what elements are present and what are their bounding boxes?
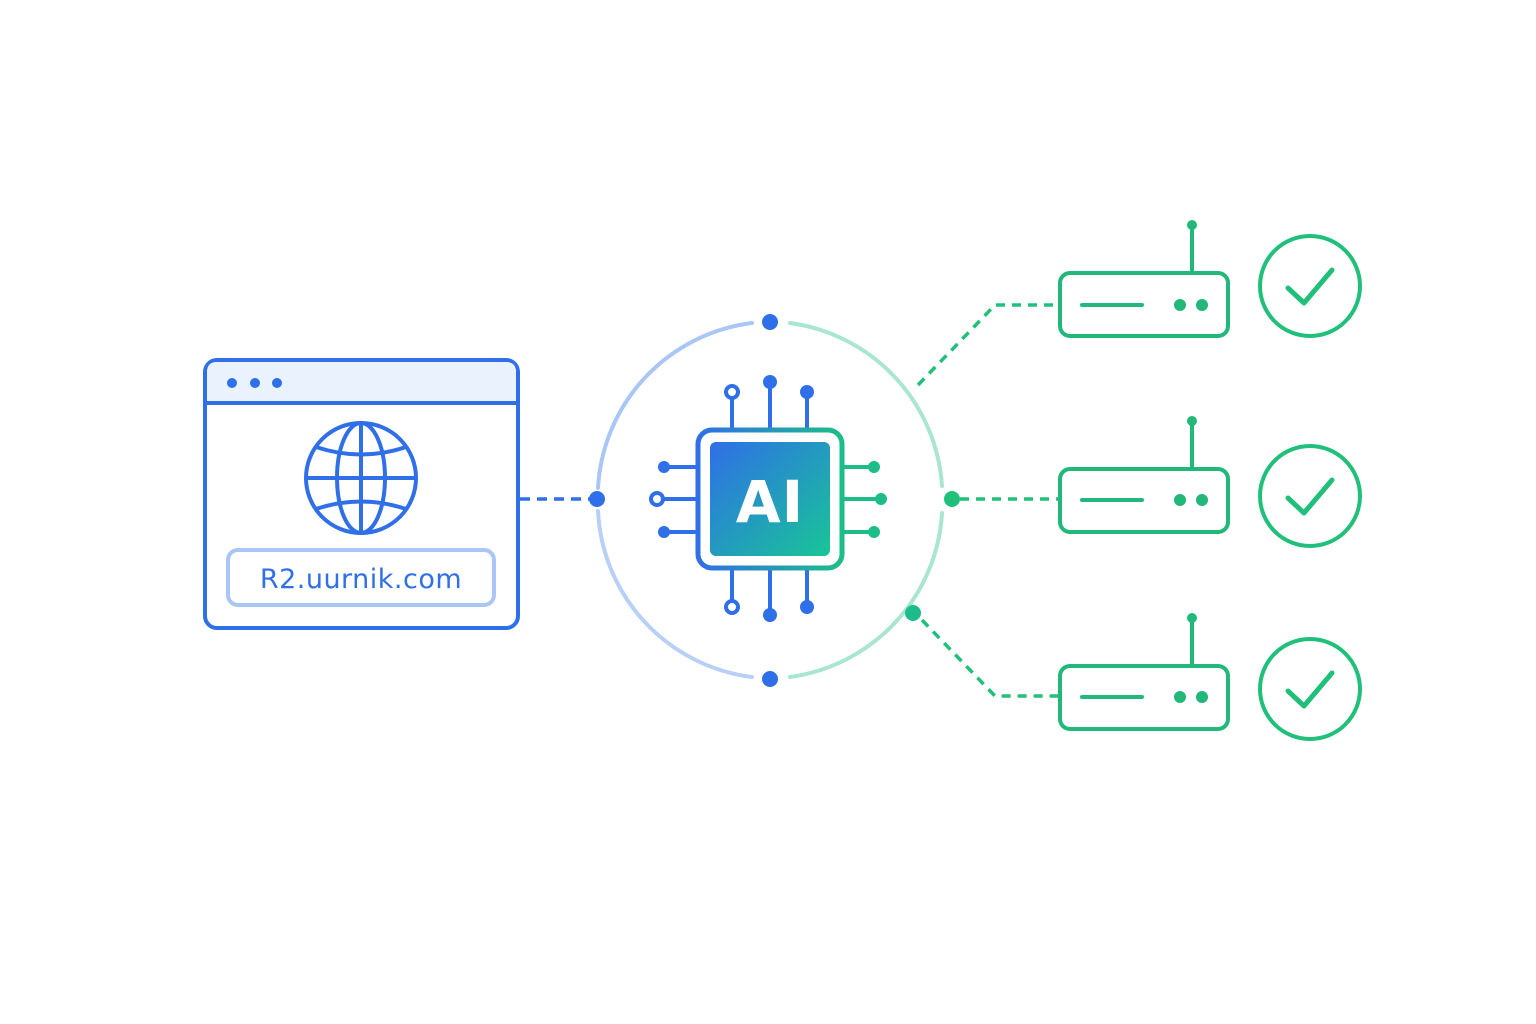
ring-arc [596, 321, 754, 490]
window-dot-icon[interactable] [250, 378, 260, 388]
ring-node-top [762, 314, 778, 330]
chip-pins-bottom [730, 566, 809, 610]
ring-node-bottom [762, 671, 778, 687]
ring-node-right [944, 491, 960, 507]
connector-device-3 [920, 618, 1058, 698]
router-icon[interactable] [1058, 613, 1230, 731]
device-connectors [916, 303, 1058, 698]
ring-arc [596, 509, 754, 679]
check-icon [1258, 444, 1362, 548]
chip-core [710, 442, 830, 556]
window-dot-icon[interactable] [272, 378, 282, 388]
connector-node [589, 491, 605, 507]
url-bar-frame [226, 548, 496, 607]
browser-connector [520, 491, 605, 507]
chip-pins-top [730, 388, 809, 432]
window-dot-icon[interactable] [227, 378, 237, 388]
browser-window: R2.uurnik.com [203, 358, 520, 630]
connector-device-1 [916, 303, 1058, 387]
url-text[interactable]: R2.uurnik.com [260, 564, 462, 595]
ring-arc [788, 321, 944, 488]
ring-arc [788, 511, 944, 679]
globe-icon [304, 421, 418, 535]
ai-label: AI [736, 468, 804, 536]
chip-icon: AI [649, 375, 887, 622]
url-bar[interactable]: R2.uurnik.com [226, 548, 496, 607]
chip-pins-left [664, 465, 700, 534]
router-icon[interactable] [1058, 416, 1230, 534]
check-icon [1258, 234, 1362, 338]
chip-pins-right [840, 465, 876, 534]
check-icon [1258, 637, 1362, 741]
browser-tab-bar [207, 362, 516, 402]
router-icon[interactable] [1058, 220, 1230, 338]
connector-node [905, 605, 921, 621]
hub-ring [596, 321, 944, 679]
